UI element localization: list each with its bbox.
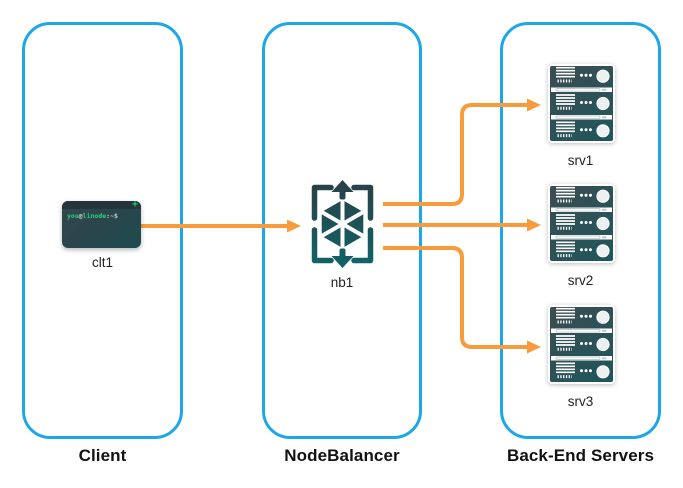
server-stack-icon <box>548 305 615 384</box>
nodebalancer-icon <box>311 180 374 268</box>
nb-chevron-nw <box>311 184 334 221</box>
rack-units <box>556 66 610 138</box>
prompt-suffix: :~$ <box>106 212 118 220</box>
node-label-nb1: nb1 <box>330 275 354 290</box>
client-heading: Client <box>78 446 127 465</box>
rack-units <box>556 186 610 258</box>
nb-chevron-se <box>351 227 374 264</box>
node-label-srv3: srv3 <box>567 394 594 409</box>
terminal-titlebar: + <box>62 201 141 210</box>
node-label-srv1: srv1 <box>567 153 594 168</box>
backend-servers-heading: Back-End Servers <box>506 446 655 465</box>
nodebalancer-container <box>262 22 422 439</box>
prompt-at: @ <box>78 212 83 220</box>
server-stack-icon <box>548 64 615 143</box>
node-label-srv2: srv2 <box>567 273 594 288</box>
nb-arrow-down <box>331 256 354 268</box>
terminal-icon: + you@linode:~$ <box>62 201 141 248</box>
prompt-host: linode <box>82 212 107 220</box>
prompt-user: you <box>67 212 79 220</box>
client-container <box>22 22 183 439</box>
terminal-prompt: you@linode:~$ <box>62 209 141 220</box>
nb-chevron-sw <box>311 227 334 264</box>
server-stack-icon <box>548 184 615 263</box>
terminal-plus-icon: + <box>131 201 138 210</box>
node-label-clt1: clt1 <box>91 255 113 270</box>
nodebalancer-heading: NodeBalancer <box>284 446 400 465</box>
rack-units <box>556 307 610 379</box>
backend-servers-container <box>500 22 661 439</box>
nb-arrow-up <box>331 180 354 192</box>
nb-chevron-ne <box>351 184 374 221</box>
